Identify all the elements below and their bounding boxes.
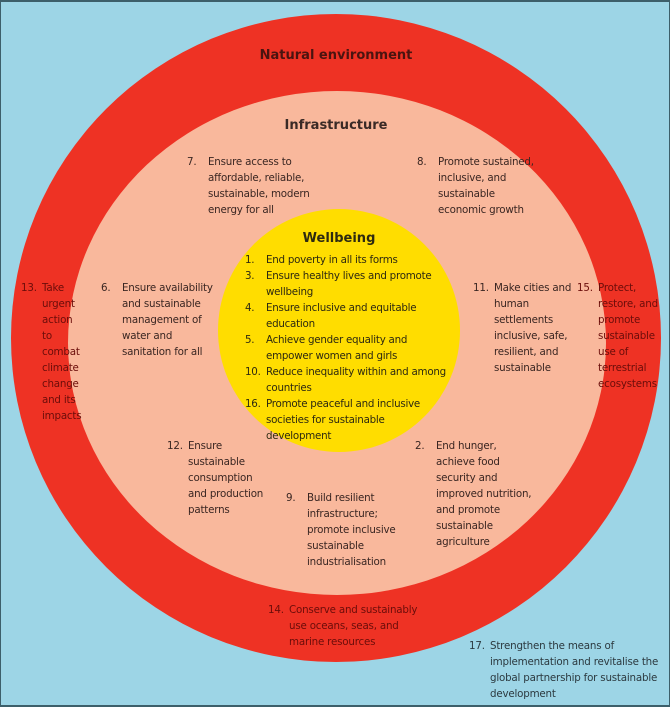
goal-15: 15.Protect, restore, and promote sustain…: [577, 282, 658, 390]
wellbeing-goal: 4.Ensure inclusive and equitable educati…: [245, 302, 417, 330]
wellbeing-title: Wellbeing: [302, 231, 376, 246]
wellbeing-goal: 1.End poverty in all its forms: [245, 254, 398, 266]
wellbeing-circle: [218, 209, 460, 452]
goal-14: 14.Conserve and sustainably use oceans, …: [268, 604, 418, 648]
wellbeing-goal: 16.Promote peaceful and inclusive societ…: [245, 398, 421, 442]
goal-17: 17.Strengthen the means of implementatio…: [469, 640, 659, 700]
goal-13: 13.Take urgent action to combat climate …: [21, 282, 82, 422]
goal-8: 8.Promote sustained, inclusive, and sust…: [417, 156, 534, 216]
natural-environment-title: Natural environment: [259, 48, 413, 63]
infrastructure-title: Infrastructure: [284, 118, 388, 133]
goal-2: 2.End hunger, achieve food security and …: [415, 440, 532, 548]
wellbeing-goal: 3.Ensure healthy lives and promote wellb…: [245, 270, 432, 298]
wellbeing-goal: 10.Reduce inequality within and among co…: [245, 366, 446, 394]
goal-9: 9.Build resilient infrastructure; promot…: [286, 492, 396, 568]
goal-11: 11.Make cities and human settlements inc…: [473, 282, 572, 374]
goal-6: 6.Ensure availability and sustainable ma…: [101, 282, 213, 358]
goal-12: 12.Ensure sustainable consumption and pr…: [167, 440, 264, 516]
wellbeing-goal-list: 1.End poverty in all its forms 3.Ensure …: [245, 252, 465, 444]
goal-7: 7.Ensure access to affordable, reliable,…: [187, 156, 310, 216]
wellbeing-goal: 5.Achieve gender equality and empower wo…: [245, 334, 408, 362]
